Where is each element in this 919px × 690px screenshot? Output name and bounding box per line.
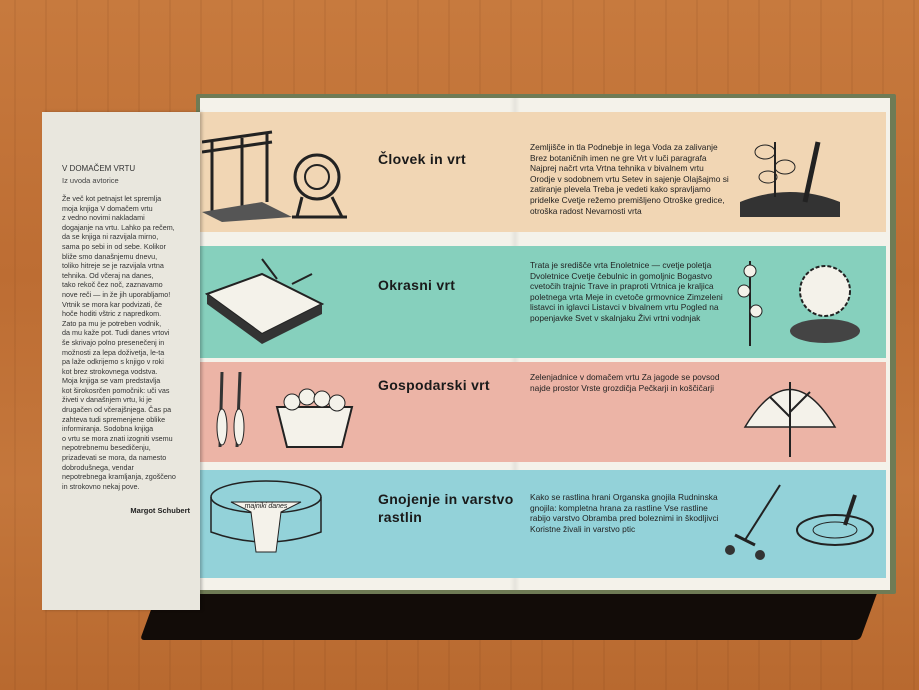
section-title: Okrasni vrt xyxy=(378,277,456,293)
garden-tools-illustration xyxy=(725,484,874,560)
flap-body-text: Že več kot petnajst let spremlja moja kn… xyxy=(62,194,176,491)
flowers-illustration xyxy=(737,261,860,346)
section-band-gnojenje-in-varstvo: majniki danes Gnojenje in varstvo rastli… xyxy=(200,470,886,578)
section-topics: Kako se rastlina hrani Organska gnojila … xyxy=(530,492,719,534)
vegetables-illustration xyxy=(216,371,354,448)
section-band-gospodarski-vrt: Gospodarski vrt Zelenjadnice v domačem v… xyxy=(200,362,886,462)
fertilizer-illustration: majniki danes xyxy=(210,480,322,553)
section-topics: Zelenjadnice v domačem vrtu Za jagode se… xyxy=(530,372,720,393)
section-title: Človek in vrt xyxy=(378,151,466,167)
section-title: Gospodarski vrt xyxy=(378,377,490,393)
tree-illustration xyxy=(743,382,837,457)
dust-jacket-flap: V DOMAČEM VRTU Iz uvoda avtorice Že več … xyxy=(42,112,200,610)
flap-subheading: Iz uvoda avtorice xyxy=(62,176,119,185)
section-title: Gnojenje in varstvo rastlin xyxy=(378,491,514,525)
pergola-hose-reel-illustration xyxy=(202,130,347,222)
illustration-label: majniki danes xyxy=(245,503,288,510)
lawn-illustration xyxy=(204,258,325,344)
section-band-clovek-in-vrt: Človek in vrt Zemljišče in tla Podnebje … xyxy=(200,112,886,232)
section-topics: Trata je središče vrta Enoletnice — cvet… xyxy=(530,260,723,323)
flap-heading: V DOMAČEM VRTU xyxy=(62,164,136,173)
section-band-okrasni-vrt: Okrasni vrt Trata je središče vrta Enole… xyxy=(200,246,886,358)
section-topics: Zemljišče in tla Podnebje in lega Voda z… xyxy=(530,142,729,216)
author-signature: Margot Schubert xyxy=(130,506,190,515)
endpaper: Človek in vrt Zemljišče in tla Podnebje … xyxy=(200,98,890,590)
planting-illustration xyxy=(740,141,840,217)
